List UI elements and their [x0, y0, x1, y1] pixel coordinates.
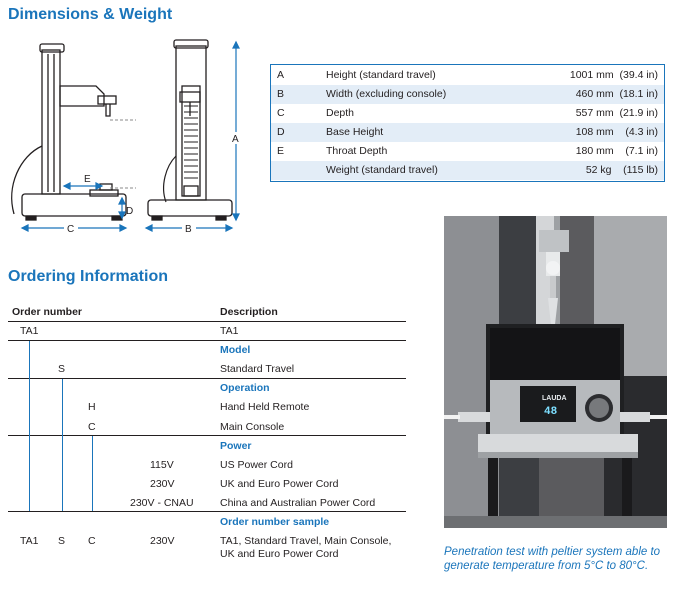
dim-name: Throat Depth: [326, 145, 388, 157]
photo-display: 48: [544, 406, 558, 418]
sample-desc-line1: TA1, Standard Travel, Main Console,: [220, 535, 392, 547]
penetration-test-photo: LAUDA 48: [444, 216, 667, 528]
sample-ta1: TA1: [20, 535, 39, 547]
sample-s: S: [58, 535, 66, 547]
dim-code: D: [277, 126, 285, 138]
divider: [8, 378, 406, 379]
label-b: B: [185, 224, 192, 235]
sample-header: Order number sample: [220, 516, 330, 528]
dimensions-table: A Height (standard travel) 1001 mm (39.4…: [270, 64, 665, 182]
dimensions-title: Dimensions & Weight: [8, 6, 173, 23]
divider: [8, 511, 406, 512]
dim-code: C: [277, 107, 285, 119]
dim-name: Depth: [326, 107, 355, 119]
desc-c: Main Console: [220, 421, 285, 433]
operation-header: Operation: [220, 382, 270, 394]
dim-row: A Height (standard travel) 1001 mm (39.4…: [271, 66, 664, 85]
dim-value: 557 mm (21.9 in): [575, 107, 658, 119]
code-115v: 115V: [150, 459, 174, 471]
dim-value: 52 kg (115 lb): [585, 164, 658, 176]
power-header: Power: [220, 440, 252, 452]
divider: [8, 321, 406, 322]
model-header: Model: [220, 344, 251, 356]
col-order-number: Order number: [12, 306, 83, 318]
photo-caption: Penetration test with peltier system abl…: [444, 546, 661, 572]
code-230v-cnau: 230V - CNAU: [130, 497, 194, 509]
code-h: H: [88, 401, 96, 413]
desc-ta1: TA1: [220, 325, 239, 337]
desc-115v: US Power Cord: [220, 459, 293, 471]
sample-230v: 230V: [150, 535, 175, 547]
desc-230v-cnau: China and Australian Power Cord: [220, 497, 376, 509]
divider: [8, 340, 406, 341]
dim-value: 1001 mm (39.4 in): [569, 69, 658, 81]
sample-c: C: [88, 535, 96, 547]
dim-value: 460 mm (18.1 in): [575, 88, 658, 100]
ordering-title: Ordering Information: [8, 268, 168, 285]
machine-dimension-drawing: E D C B: [11, 39, 242, 235]
label-c: C: [67, 224, 74, 235]
col-description: Description: [220, 306, 278, 318]
dim-row: Weight (standard travel) 52 kg (115 lb): [271, 161, 664, 180]
label-e: E: [84, 174, 91, 185]
code-s: S: [58, 363, 66, 375]
divider: [8, 435, 406, 436]
label-a: A: [232, 134, 239, 145]
dim-row: D Base Height 108 mm (4.3 in): [271, 123, 664, 142]
dim-code: A: [277, 69, 285, 81]
dim-value: 180 mm (7.1 in): [575, 145, 658, 157]
dim-name: Height (standard travel): [326, 69, 436, 81]
photo-brand: LAUDA: [542, 395, 567, 402]
desc-s: Standard Travel: [220, 363, 295, 375]
dim-row: C Depth 557 mm (21.9 in): [271, 104, 664, 123]
dim-row: E Throat Depth 180 mm (7.1 in): [271, 142, 664, 161]
dim-name: Width (excluding console): [326, 88, 447, 100]
code-ta1: TA1: [20, 325, 39, 337]
connector-c: [92, 436, 93, 511]
dim-name: Base Height: [326, 126, 384, 138]
desc-h: Hand Held Remote: [220, 401, 310, 413]
desc-230v: UK and Euro Power Cord: [220, 478, 339, 490]
dim-code: E: [277, 145, 285, 157]
dim-value: 108 mm (4.3 in): [575, 126, 658, 138]
connector-ta1: [29, 341, 30, 511]
connector-s: [62, 379, 63, 511]
dim-row: B Width (excluding console) 460 mm (18.1…: [271, 85, 664, 104]
dim-code: B: [277, 88, 285, 100]
code-c: C: [88, 421, 96, 433]
label-d: D: [126, 206, 133, 217]
code-230v: 230V: [150, 478, 175, 490]
sample-desc-line2: UK and Euro Power Cord: [220, 548, 339, 560]
dim-name: Weight (standard travel): [326, 164, 438, 176]
